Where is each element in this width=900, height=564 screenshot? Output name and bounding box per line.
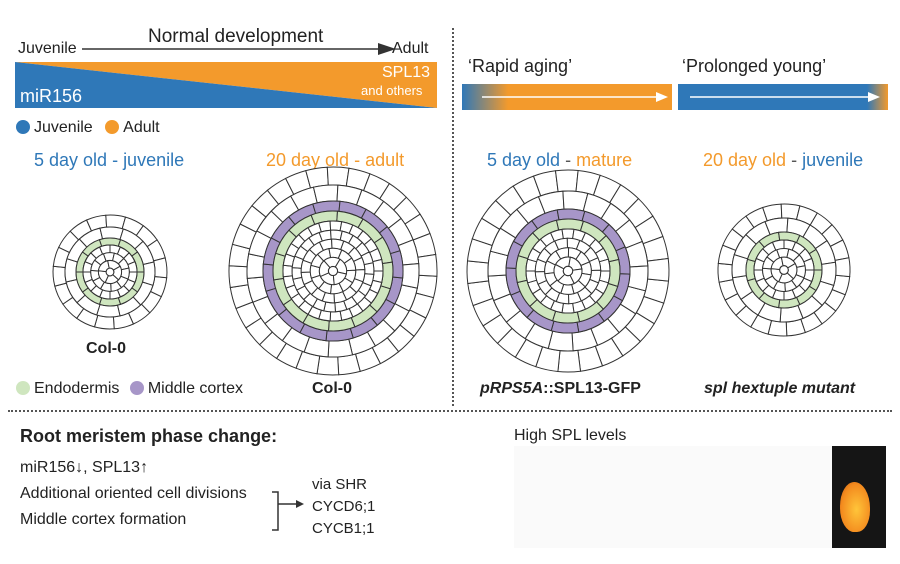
col0-adult-cortex-cell (246, 253, 265, 279)
caption-col0-juvenile: Col-0 (86, 340, 126, 357)
spl-hextuple-epidermis-cell (717, 262, 734, 283)
caption-col0-adult: Col-0 (312, 380, 352, 397)
microscopy-blank-area (514, 446, 832, 548)
tissue-legend: Endodermis Middle cortex (16, 380, 243, 398)
col0-adult-epidermis-cell (316, 355, 340, 376)
spl13-gfp-epidermis-cell (557, 349, 582, 373)
panel-title-4: 20 day old - juvenile (703, 150, 864, 170)
high-spl-label: High SPL levels (514, 427, 627, 444)
summary-line-1: miR156↓, SPL13↑ (20, 459, 149, 476)
mir156-label: miR156 (20, 86, 83, 106)
col0-adult-cortex-cell (401, 263, 420, 289)
cycd6: CYCD6;1 (312, 498, 376, 515)
vertical-divider (452, 28, 454, 406)
endodermis-dot (16, 381, 30, 395)
col0-adult-cortex-cell (327, 338, 354, 358)
spl-hextuple-epidermis-cell (834, 257, 851, 278)
col0-adult-vascular-cell (363, 262, 375, 275)
and-others-label: and others (361, 83, 423, 98)
panel-title-3: 5 day old - mature (487, 150, 633, 170)
timeline-arrow (82, 43, 396, 55)
col0-adult-epidermis-cell (417, 253, 438, 277)
juvenile-dot (16, 120, 30, 134)
timeline-adult-label: Adult (392, 40, 429, 57)
timeline-title: Normal development (148, 26, 324, 47)
via-shr: via SHR (312, 476, 368, 493)
legend-endodermis: Endodermis (34, 380, 120, 397)
spl13-gfp-epidermis-cell (646, 257, 670, 282)
caption-sp13-gfp: pRPS5A::SPL13-GFP (480, 380, 641, 397)
caption-spl-hextuple: spl hextuple mutant (704, 380, 856, 397)
spl-hextuple-center-cell (779, 265, 789, 275)
spl13-label: SPL13 (382, 64, 431, 81)
fluorescence-image (832, 446, 886, 548)
spl-hextuple-cortex-cell (819, 261, 837, 287)
gfp-signal-blob (840, 482, 870, 532)
spl13-gfp-epidermis-cell (466, 260, 490, 285)
rapid-aging-header: ‘Rapid aging’ (468, 56, 573, 76)
col0-adult-epidermis-cell (228, 265, 249, 289)
middle-cortex-dot (129, 381, 144, 395)
spl13-gfp-cortex-cell (627, 265, 649, 292)
juvenile-wedge (15, 62, 437, 108)
spl13-gfp-center-cell (562, 265, 574, 277)
spl13-gfp-vascular-cell (561, 228, 575, 240)
col0-juvenile-epidermis-cell (152, 257, 168, 279)
adult-dot (105, 120, 120, 134)
col0-adult-cortex-cell (312, 184, 339, 204)
timeline-juvenile-label: Juvenile (18, 40, 77, 57)
col0-adult-vascular-cell (291, 267, 303, 280)
col0-adult-vascular-cell (282, 264, 293, 278)
col0-adult-epidermis-cell (326, 166, 350, 187)
col0-adult-vascular-cell (329, 310, 343, 322)
horizontal-divider (8, 410, 892, 412)
panel-title-1: 5 day old - juvenile (34, 150, 185, 170)
summary-bracket (272, 491, 304, 531)
summary-line-3: Middle cortex formation (20, 511, 187, 528)
phase-wedge (15, 62, 437, 108)
summary-line-2: Additional oriented cell divisions (20, 485, 247, 502)
col0-juvenile-epidermis-cell (52, 265, 68, 287)
cycb1: CYCB1;1 (312, 520, 375, 537)
col0-juvenile-center-cell (105, 267, 115, 277)
legend-juvenile: Juvenile (34, 119, 93, 136)
phase-bars (462, 84, 888, 110)
col0-adult-center-cell (327, 265, 339, 277)
panel-title-2: 20 day old - adult (266, 150, 405, 170)
root-cross-sections (52, 166, 851, 376)
spl13-gfp-vascular-cell (561, 302, 575, 314)
legend-middle-cortex: Middle cortex (147, 380, 243, 397)
legend-adult: Adult (123, 119, 160, 136)
age-legend: Juvenile Adult (16, 119, 160, 137)
summary-title: Root meristem phase change: (20, 426, 278, 446)
spl13-gfp-epidermis-cell (554, 169, 579, 193)
prolonged-young-header: ‘Prolonged young’ (682, 56, 827, 76)
